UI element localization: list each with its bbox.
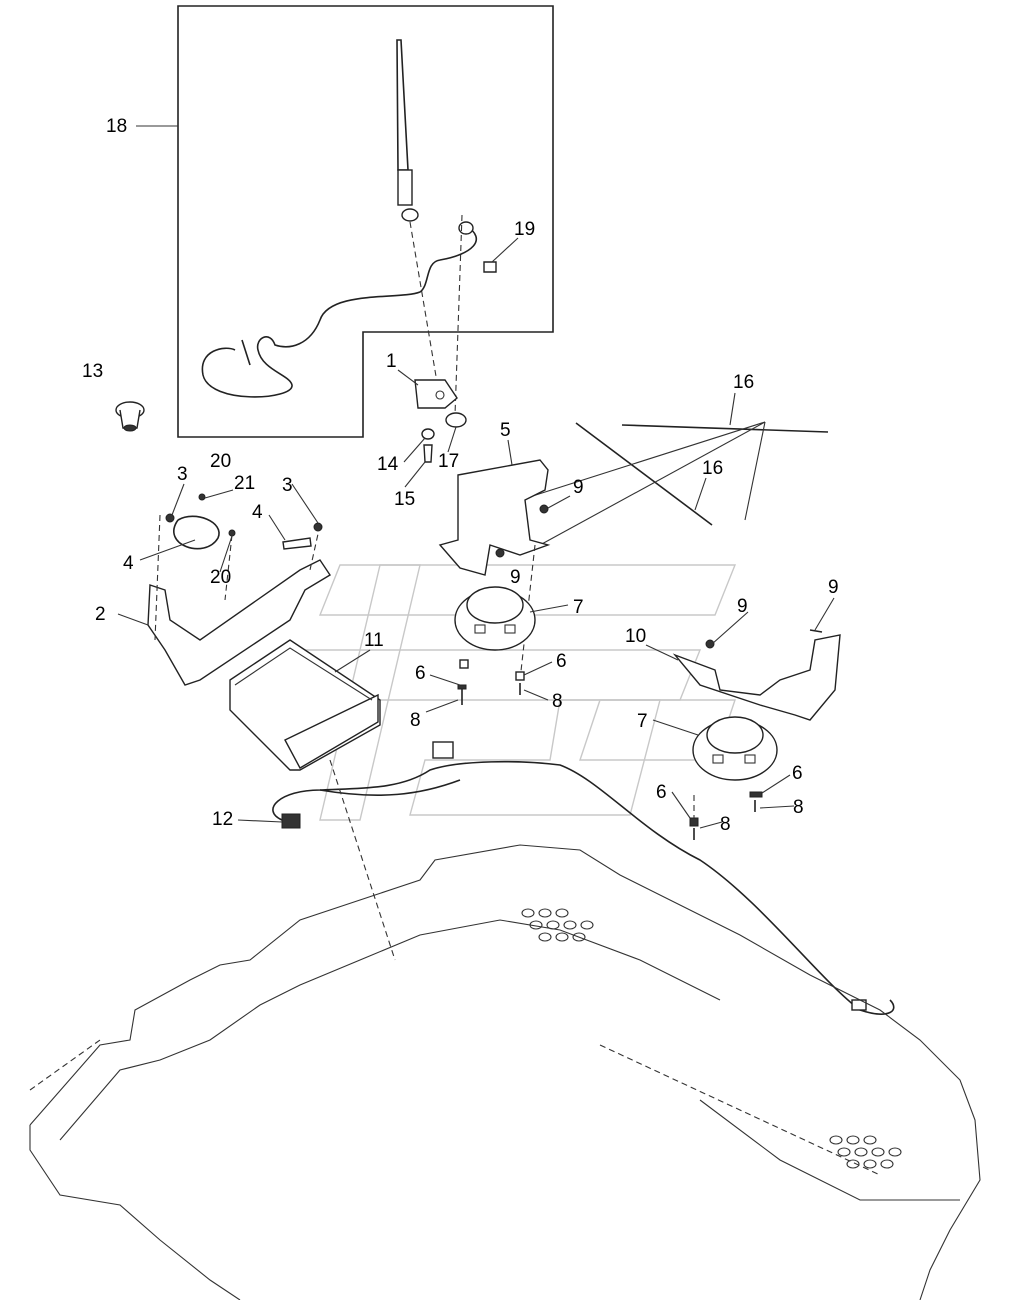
speaker-7-right bbox=[692, 716, 778, 781]
callout-14: 14 bbox=[377, 454, 399, 475]
speaker-bracket-10 bbox=[672, 634, 841, 721]
fasteners-6-8-right bbox=[689, 791, 763, 840]
washer-14 bbox=[421, 428, 435, 440]
callout-4: 4 bbox=[123, 553, 134, 574]
callout-10: 10 bbox=[625, 626, 647, 647]
callout-9: 9 bbox=[737, 596, 748, 617]
callout-9: 9 bbox=[573, 477, 584, 498]
nut-19 bbox=[483, 261, 497, 273]
callout-6: 6 bbox=[415, 663, 426, 684]
fasteners-6-8-left bbox=[457, 659, 525, 705]
callout-3: 3 bbox=[282, 475, 293, 496]
callout-12: 12 bbox=[212, 809, 234, 830]
floor-panel bbox=[29, 759, 981, 1300]
washer-17 bbox=[445, 412, 467, 428]
callout-15: 15 bbox=[394, 489, 416, 510]
speaker-7-left bbox=[454, 586, 536, 651]
callout-16: 16 bbox=[702, 458, 724, 479]
callout-20: 20 bbox=[210, 567, 232, 588]
callout-1: 1 bbox=[386, 351, 397, 372]
fasteners-9 bbox=[495, 504, 823, 649]
callout-6: 6 bbox=[556, 651, 567, 672]
speaker-bracket-5 bbox=[438, 459, 551, 681]
callout-8: 8 bbox=[410, 710, 421, 731]
callout-20: 20 bbox=[210, 451, 232, 472]
callout-9: 9 bbox=[510, 567, 521, 588]
callout-4: 4 bbox=[252, 502, 263, 523]
callout-18: 18 bbox=[106, 116, 128, 137]
floor-vent-perforations bbox=[521, 908, 902, 1169]
callout-8: 8 bbox=[552, 691, 563, 712]
grommet-13 bbox=[115, 401, 145, 432]
antenna-cable bbox=[201, 214, 478, 416]
antenna-bracket-1 bbox=[414, 379, 458, 409]
callout-7: 7 bbox=[573, 597, 584, 618]
callout-leader-lines bbox=[117, 125, 835, 829]
callout-16: 16 bbox=[733, 372, 755, 393]
cable-tie-16 bbox=[519, 421, 829, 546]
radio-bracket-2 bbox=[147, 514, 331, 686]
callout-11: 11 bbox=[364, 630, 384, 651]
callout-8: 8 bbox=[793, 797, 804, 818]
callout-17: 17 bbox=[438, 451, 460, 472]
screw-15 bbox=[423, 444, 433, 463]
callout-21: 21 bbox=[234, 473, 256, 494]
callout-9: 9 bbox=[828, 577, 839, 598]
antenna-kit-outline bbox=[177, 5, 554, 438]
callout-3: 3 bbox=[177, 464, 188, 485]
radio-unit-11 bbox=[229, 639, 381, 771]
wiring-harness bbox=[272, 741, 895, 1015]
callout-13: 13 bbox=[82, 361, 104, 382]
bracket-hardware bbox=[165, 493, 323, 601]
callout-19: 19 bbox=[514, 219, 536, 240]
callout-2: 2 bbox=[95, 604, 106, 625]
callout-6: 6 bbox=[792, 763, 803, 784]
antenna-whip bbox=[396, 39, 441, 401]
callout-5: 5 bbox=[500, 420, 511, 441]
callout-7: 7 bbox=[637, 711, 648, 732]
callout-8: 8 bbox=[720, 814, 731, 835]
callout-6: 6 bbox=[656, 782, 667, 803]
